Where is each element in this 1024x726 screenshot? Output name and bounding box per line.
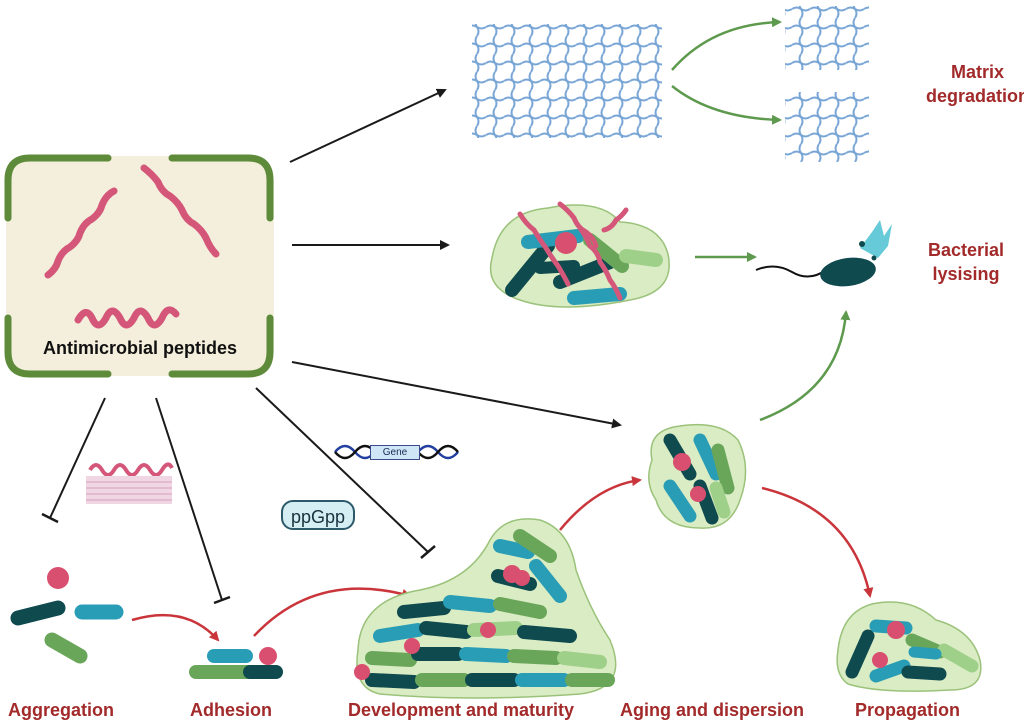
arrow-dispersion-to-lysis xyxy=(759,310,851,422)
adhered-bacteria-icon xyxy=(189,647,283,679)
label-bacterial-lysis: Bacterial lysising xyxy=(928,238,1004,286)
label-development: Development and maturity xyxy=(348,700,575,720)
dispersing-cluster-icon xyxy=(648,423,747,529)
peptide-helix-icon xyxy=(74,306,180,329)
dna-gene-icon xyxy=(334,444,459,460)
lysed-bacterium-icon xyxy=(755,220,892,287)
arrow-adhesion-to-development xyxy=(253,587,412,637)
label-matrix-line2: degradation xyxy=(926,86,1024,106)
propagation-biofilm-icon xyxy=(836,601,982,692)
amyloid-fibril-icon xyxy=(86,462,174,504)
arrows-from-amp xyxy=(41,88,622,605)
gene-tag: Gene xyxy=(370,445,420,460)
amp-title: Antimicrobial peptides xyxy=(42,338,238,358)
arrow-development-to-aging xyxy=(559,476,642,531)
peptide-helix-icon xyxy=(44,187,118,279)
label-propagation: Propagation xyxy=(855,700,961,720)
label-aging: Aging and dispersion xyxy=(620,700,805,720)
amp-panel xyxy=(4,154,274,378)
label-matrix-line1: Matrix xyxy=(951,62,1005,82)
biofilm-with-peptides-icon xyxy=(489,201,670,308)
label-matrix-degradation: Matrix degradation xyxy=(926,60,1024,108)
peptide-helix-icon xyxy=(140,164,220,258)
label-aggregation: Aggregation xyxy=(8,700,114,720)
mature-biofilm-icon xyxy=(354,518,617,699)
free-bacteria-icon xyxy=(10,567,124,664)
label-lysis-line1: Bacterial xyxy=(928,240,1005,260)
arrow-dispersion-to-propagation xyxy=(761,486,874,598)
label-adhesion: Adhesion xyxy=(190,700,273,720)
matrix-mesh-icon xyxy=(472,6,869,162)
label-lysis-line2: lysising xyxy=(932,264,1000,284)
arrow-aggregation-to-adhesion xyxy=(131,613,220,642)
ppgpp-tag: ppGpp xyxy=(281,500,355,530)
